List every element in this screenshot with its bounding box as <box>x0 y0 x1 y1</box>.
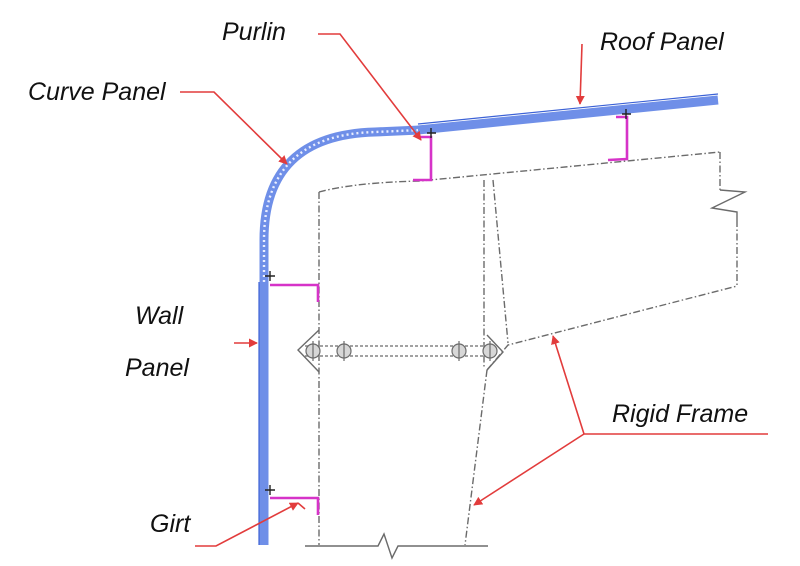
bolt-1 <box>305 341 321 361</box>
label-roof-panel: Roof Panel <box>600 28 725 56</box>
splice-connection <box>297 329 504 373</box>
rafter-top-flange <box>318 151 721 193</box>
splice-plate-right <box>486 334 504 371</box>
purlin-2 <box>607 115 629 162</box>
girt-2 <box>270 496 320 515</box>
rafter-bottom-flange <box>486 285 738 371</box>
roof-panel <box>417 95 719 135</box>
label-panel: Panel <box>125 354 190 382</box>
leader-roof-panel <box>575 43 585 105</box>
purlin-1 <box>413 135 433 182</box>
leader-lines <box>180 33 768 547</box>
curve-panel-corrugation <box>262 128 421 282</box>
label-rigid-frame: Rigid Frame <box>612 400 748 428</box>
leader-purlin <box>318 33 422 141</box>
label-curve-panel: Curve Panel <box>28 78 167 106</box>
fastener-girt-1 <box>265 271 275 281</box>
leader-girt <box>195 502 299 547</box>
fastener-purlin-2 <box>622 109 631 119</box>
leader-girt-tail <box>297 502 306 510</box>
leader-curve-panel <box>180 91 288 165</box>
rafter-break-mark <box>709 189 748 220</box>
base-break-line <box>305 532 488 560</box>
roof-panel-top-edge <box>417 93 719 125</box>
bolt-3 <box>451 341 467 361</box>
fastener-girt-2 <box>265 485 275 495</box>
label-girt: Girt <box>150 510 191 538</box>
bolt-2 <box>336 341 352 361</box>
label-purlin: Purlin <box>222 18 286 46</box>
rigid-frame <box>297 151 748 560</box>
curve-panel <box>259 125 421 284</box>
fastener-purlin-1 <box>427 128 436 138</box>
label-wall: Wall <box>135 302 185 330</box>
leader-rigid-frame-lower <box>473 433 585 506</box>
column-inner-flange <box>464 369 488 546</box>
bolt-4 <box>482 341 498 361</box>
panels <box>258 93 719 545</box>
leader-rigid-frame-upper <box>551 335 602 435</box>
girt-1 <box>270 283 320 302</box>
splice-plate-left <box>297 329 320 373</box>
knee-stiffener-right <box>492 179 509 344</box>
secondary-members <box>265 109 631 515</box>
labels: Purlin Roof Panel Curve Panel Wall Panel… <box>28 18 748 538</box>
